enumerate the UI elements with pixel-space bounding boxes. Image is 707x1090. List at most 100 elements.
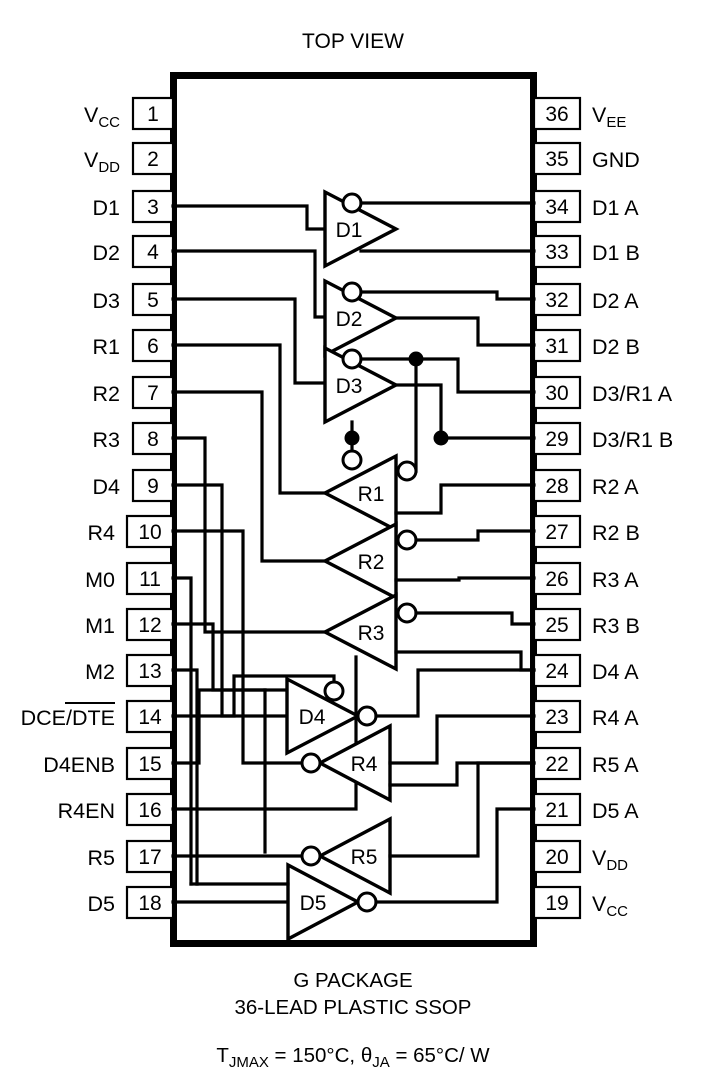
inverting-bubble-r4 xyxy=(300,752,322,774)
pin-right-24[interactable]: 24 D4 A xyxy=(532,653,639,688)
pin-right-35[interactable]: 35 GND xyxy=(532,141,640,176)
pin-number: 9 xyxy=(147,475,159,498)
pin-label: R3 B xyxy=(592,614,640,638)
pin-right-31[interactable]: 31 D2 B xyxy=(532,328,640,363)
pin-left-4[interactable]: 4 D2 xyxy=(93,234,175,269)
pin-left-7[interactable]: 7 R2 xyxy=(93,375,175,410)
wire-pin7-r2-out xyxy=(171,390,327,563)
wire-r3b-pin24 xyxy=(394,650,536,672)
pin-label: R3 xyxy=(93,428,121,452)
wire-d2a-pin32 xyxy=(359,290,536,301)
pin-number: 35 xyxy=(545,148,568,171)
pin-left-5[interactable]: 5 D3 xyxy=(93,282,175,317)
pin-right-36[interactable]: 36 VEE xyxy=(532,96,626,131)
pin-number: 2 xyxy=(147,148,159,171)
inverting-bubble-d1 xyxy=(341,192,363,214)
gate-triangle-r1 xyxy=(321,453,398,533)
pin-right-21[interactable]: 21 D5 A xyxy=(532,792,639,827)
pin-label: M0 xyxy=(85,568,115,592)
pin-right-27[interactable]: 27 R2 B xyxy=(532,514,640,549)
pin-label: M2 xyxy=(85,660,115,684)
pin-right-32[interactable]: 32 D2 A xyxy=(532,282,639,317)
pin-label: D4ENB xyxy=(43,753,115,777)
package-name-line1: G PACKAGE xyxy=(293,969,412,992)
wire-r4a-pin23 xyxy=(388,714,536,765)
pin-left-6[interactable]: 6 R1 xyxy=(93,328,175,363)
gate-label-r4: R4 xyxy=(351,753,378,776)
pin-label: D1 A xyxy=(592,196,639,220)
right-pin-group: 36 VEE 35 GND 34 D1 A 33 D1 B 32 D2 A xyxy=(532,96,673,920)
pin-left-10[interactable]: 10 R4 xyxy=(88,514,175,549)
inverting-bubble-r3 xyxy=(396,602,418,624)
pin-right-28[interactable]: 28 R2 A xyxy=(532,468,639,503)
gate-triangle-d3 xyxy=(323,345,400,425)
inverting-bubble-d2 xyxy=(341,281,363,303)
pin-number: 36 xyxy=(545,103,568,126)
pin-number: 30 xyxy=(545,382,568,405)
junction-dot-d3b xyxy=(433,430,449,446)
pin-right-22[interactable]: 22 R5 A xyxy=(532,746,639,781)
pin-left-3[interactable]: 3 D1 xyxy=(93,189,175,224)
pin-number: 1 xyxy=(147,103,159,126)
inverting-bubble-r5 xyxy=(300,845,322,867)
pin-right-23[interactable]: 23 R4 A xyxy=(532,699,639,734)
wire-pin12-m1 xyxy=(171,622,267,692)
pin-left-16[interactable]: 16 R4EN xyxy=(58,792,175,827)
pin-left-13[interactable]: 13 M2 xyxy=(85,653,175,688)
pin-left-8[interactable]: 8 R3 xyxy=(93,421,175,456)
pin-left-11[interactable]: 11 M0 xyxy=(85,561,175,596)
pin-left-15[interactable]: 15 D4ENB xyxy=(43,746,175,781)
pin-right-26[interactable]: 26 R3 A xyxy=(532,561,639,596)
inverting-bubble-d4-top xyxy=(323,680,345,702)
gate-label-d2: D2 xyxy=(336,308,363,331)
pin-number: 8 xyxy=(147,428,159,451)
pin-label: R4EN xyxy=(58,799,115,823)
pin-number: 3 xyxy=(147,196,159,219)
gate-label-d5: D5 xyxy=(300,892,327,915)
pin-left-9[interactable]: 9 D4 xyxy=(93,468,175,503)
pin-label: R2 A xyxy=(592,475,639,499)
wire-pin13-m2 xyxy=(171,668,199,886)
pin-right-25[interactable]: 25 R3 B xyxy=(532,607,640,642)
pin-number: 26 xyxy=(545,568,568,591)
pin-left-14[interactable]: 14 DCE/DTE xyxy=(21,699,175,734)
pin-number: 5 xyxy=(147,289,159,312)
inverting-bubble-d4-out xyxy=(356,705,378,727)
pin-label: R5 A xyxy=(592,753,639,777)
wire-pin6-r1-out xyxy=(171,343,327,495)
pin-label: D5 A xyxy=(592,799,639,823)
pin-left-18[interactable]: 18 D5 xyxy=(88,885,175,920)
pin-right-20[interactable]: 20 VDD xyxy=(532,839,628,874)
package-name-line2: 36-LEAD PLASTIC SSOP xyxy=(235,996,472,1019)
pin-label: R4 A xyxy=(592,706,639,730)
gate-label-r3: R3 xyxy=(358,622,385,645)
package-outline xyxy=(170,72,537,947)
gate-triangle-r2 xyxy=(321,521,398,601)
pin-number: 23 xyxy=(545,706,568,729)
pin-number: 27 xyxy=(545,521,568,544)
pin-left-12[interactable]: 12 M1 xyxy=(85,607,175,642)
pin-number: 16 xyxy=(138,799,161,822)
pin-left-1[interactable]: 1 VCC xyxy=(84,96,175,131)
pin-label: VEE xyxy=(592,103,626,131)
pin-right-33[interactable]: 33 D1 B xyxy=(532,234,640,269)
wire-pin3-d1-in xyxy=(171,204,327,231)
pin-right-34[interactable]: 34 D1 A xyxy=(532,189,639,224)
pin-right-29[interactable]: 29 D3/R1 B xyxy=(532,421,673,456)
page-title: TOP VIEW xyxy=(302,30,404,53)
gate-triangle-r3 xyxy=(321,592,398,672)
pin-right-30[interactable]: 30 D3/R1 A xyxy=(532,375,673,410)
pin-number: 13 xyxy=(138,660,161,683)
wire-pin10-r4-out xyxy=(171,529,313,765)
pin-label: GND xyxy=(592,148,640,172)
pin-left-2[interactable]: 2 VDD xyxy=(84,141,175,176)
pin-right-19[interactable]: 19 VCC xyxy=(532,885,628,920)
gate-label-r1: R1 xyxy=(358,483,385,506)
pin-left-17[interactable]: 17 R5 xyxy=(88,839,175,874)
pin-label: D3/R1 A xyxy=(592,382,673,406)
pin-label: D3 xyxy=(93,289,121,313)
gate-label-d1: D1 xyxy=(336,219,363,242)
wire-r3a-pin25 xyxy=(414,611,536,626)
wire-d5a-pin21 xyxy=(374,807,536,904)
